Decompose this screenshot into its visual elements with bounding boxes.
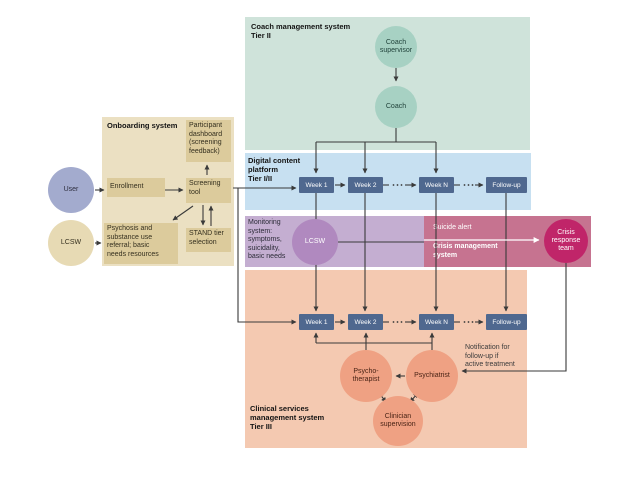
user-circle: User bbox=[48, 167, 94, 213]
coach-supervisor-circle: Coach supervisor bbox=[375, 26, 417, 68]
coach-circle: Coach bbox=[375, 86, 417, 128]
psychotherapist-circle: Psycho- therapist bbox=[340, 350, 392, 402]
digital-followup-box: Follow-up bbox=[486, 177, 527, 193]
suicide-alert-label: Suicide alert bbox=[433, 224, 472, 231]
digital-weekn-box: Week N bbox=[419, 177, 454, 193]
monitoring-label: Monitoring system: symptoms, suicidality… bbox=[248, 219, 286, 260]
onboarding-title: Onboarding system bbox=[107, 121, 178, 130]
crisis-response-team-circle: Crisis response team bbox=[544, 219, 588, 263]
digital-platform-title: Digital content platform Tier I/II bbox=[248, 156, 301, 183]
lcsw-referral-circle: LCSW bbox=[48, 220, 94, 266]
enrollment-box: Enrollment bbox=[107, 178, 165, 197]
screening-tool-box: Screening tool bbox=[186, 178, 231, 203]
participant-dashboard-box: Participant dashboard (screening feedbac… bbox=[186, 120, 231, 162]
notification-label: Notification for follow-up if active tre… bbox=[465, 344, 515, 368]
psychiatrist-circle: Psychiatrist bbox=[406, 350, 458, 402]
digital-week2-box: Week 2 bbox=[348, 177, 383, 193]
clinical-week2-box: Week 2 bbox=[348, 314, 383, 330]
clinical-followup-box: Follow-up bbox=[486, 314, 527, 330]
coach-management-title: Coach management system Tier II bbox=[251, 22, 351, 40]
clinician-supervision-circle: Clinician supervision bbox=[373, 396, 423, 446]
clinical-services-title: Clinical services management system Tier… bbox=[250, 404, 325, 431]
psychosis-referral-box: Psychosis and substance use referral; ba… bbox=[104, 223, 178, 264]
digital-week1-box: Week 1 bbox=[299, 177, 334, 193]
stand-tier-box: STAND tier selection bbox=[186, 228, 231, 252]
lcsw-monitoring-circle: LCSW bbox=[292, 219, 338, 265]
clinical-week1-box: Week 1 bbox=[299, 314, 334, 330]
crisis-management-title: Crisis management system bbox=[433, 243, 498, 259]
clinical-weekn-box: Week N bbox=[419, 314, 454, 330]
